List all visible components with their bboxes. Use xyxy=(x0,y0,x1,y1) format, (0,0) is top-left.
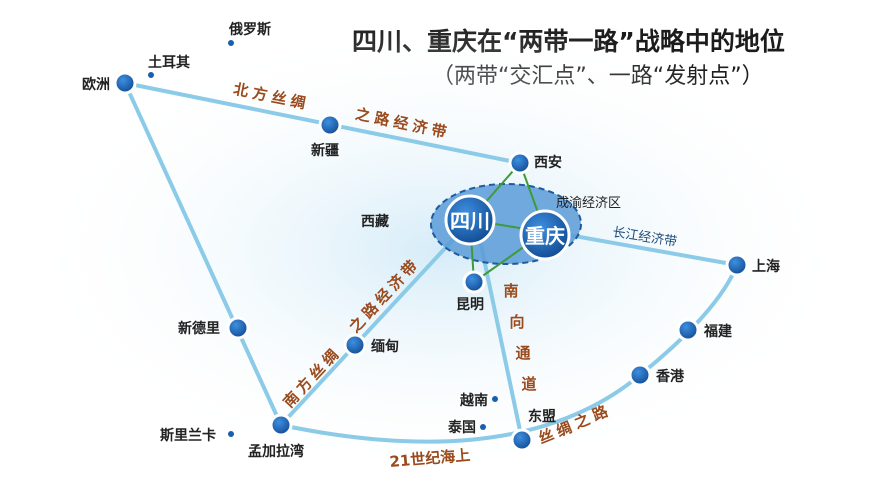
label-myanmar: 缅甸 xyxy=(371,338,399,355)
silk-end-char-1: 绸 xyxy=(554,418,575,440)
vietnam-dot xyxy=(492,396,498,402)
chongqing-node xyxy=(519,209,571,261)
label-kunming: 昆明 xyxy=(456,297,484,313)
new-delhi-node xyxy=(226,316,250,340)
fujian-node xyxy=(676,318,700,342)
south-channel-label: 南 向 通 道 xyxy=(503,282,536,393)
place-labels: 俄罗斯 土耳其 欧洲 新疆 西安 西藏 昆明 缅甸 新德里 斯里兰卡 孟加拉湾 … xyxy=(82,21,780,460)
label-cheng-yu: 成渝经济区 xyxy=(556,195,621,211)
label-bangladesh: 孟加拉湾 xyxy=(248,443,304,460)
north-char-3: 绸 xyxy=(289,92,307,113)
north-char-7: 济 xyxy=(411,117,430,138)
channel-char-1: 向 xyxy=(509,313,524,331)
kunming-node xyxy=(462,270,486,294)
channel-char-3: 道 xyxy=(521,375,536,393)
xian-node xyxy=(508,151,532,175)
asean-node xyxy=(510,428,534,452)
sri-lanka-dot xyxy=(228,431,234,437)
north-silk-label: 北 方 丝 绸 之 路 经 济 带 xyxy=(232,80,448,142)
shanghai-node xyxy=(725,253,749,277)
route-maritime-arc xyxy=(279,263,739,444)
route-bangladesh-sichuan xyxy=(279,228,464,427)
label-europe: 欧洲 xyxy=(82,76,110,93)
label-turkey: 土耳其 xyxy=(148,54,190,71)
label-xinjiang: 新疆 xyxy=(311,142,339,159)
route-europe-bangladesh xyxy=(123,81,283,427)
hongkong-node xyxy=(628,363,652,387)
label-fujian: 福建 xyxy=(703,323,732,340)
label-shanghai: 上海 xyxy=(752,258,780,275)
myanmar-node xyxy=(343,333,367,357)
north-char-1: 方 xyxy=(251,84,269,105)
label-russia: 俄罗斯 xyxy=(228,21,271,38)
silk-end-char-0: 丝 xyxy=(536,425,557,447)
silk-end-char-2: 之 xyxy=(572,410,593,432)
europe-node xyxy=(113,71,137,95)
thailand-dot xyxy=(480,424,486,430)
label-tibet: 西藏 xyxy=(361,213,389,230)
nodes xyxy=(113,71,749,452)
north-char-0: 北 xyxy=(232,80,250,101)
north-char-4: 之 xyxy=(354,105,372,126)
route-chongqing-shanghai xyxy=(550,230,739,267)
north-char-6: 经 xyxy=(392,113,410,134)
label-thailand: 泰国 xyxy=(447,419,476,436)
label-hongkong: 香港 xyxy=(655,368,685,385)
small-dots xyxy=(148,40,498,437)
chongqing-label: 重庆 xyxy=(525,224,565,248)
label-sri-lanka: 斯里兰卡 xyxy=(160,427,216,444)
russia-dot xyxy=(228,40,234,46)
sichuan-label: 四川 xyxy=(450,209,490,233)
channel-char-0: 南 xyxy=(503,282,518,300)
label-xian: 西安 xyxy=(534,154,562,171)
north-char-2: 丝 xyxy=(270,88,288,109)
xinjiang-node xyxy=(318,113,342,137)
label-vietnam: 越南 xyxy=(459,392,488,409)
route-lines xyxy=(123,81,739,444)
north-char-5: 路 xyxy=(373,109,392,130)
label-asean: 东盟 xyxy=(528,408,556,425)
north-char-8: 带 xyxy=(430,121,448,142)
bangladesh-node xyxy=(269,413,293,437)
sichuan-node xyxy=(444,194,496,246)
channel-char-2: 通 xyxy=(515,344,530,362)
label-new-delhi: 新德里 xyxy=(178,320,220,337)
turkey-dot xyxy=(148,72,154,78)
